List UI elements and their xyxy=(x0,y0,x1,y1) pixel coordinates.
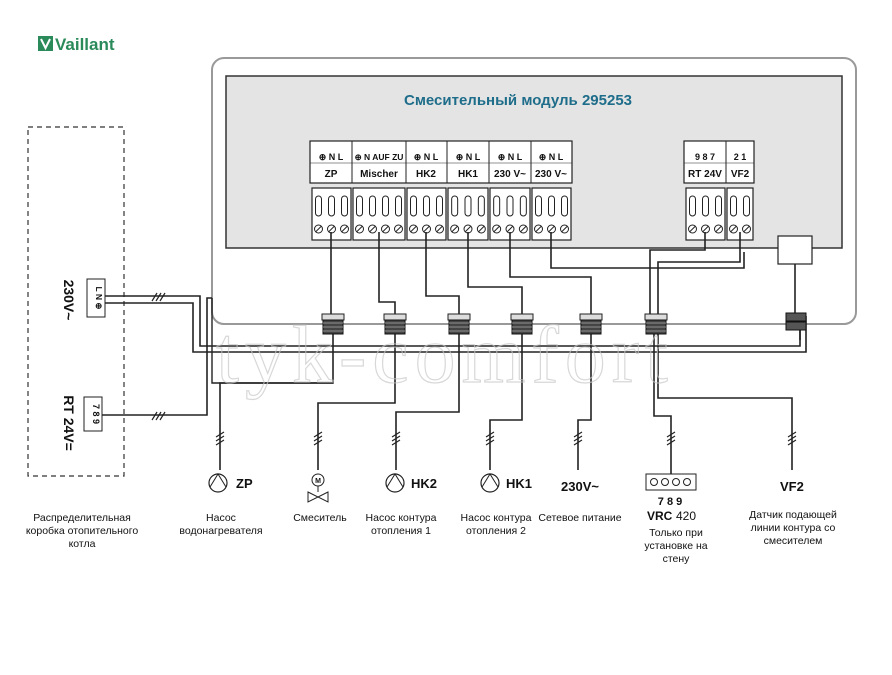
watermark: tyk-comfort xyxy=(216,309,674,400)
terminal-power1-name: 230 V~ xyxy=(494,169,526,180)
terminal-block-sensors: 9 8 7 RT 24V 2 1 VF2 xyxy=(683,140,755,184)
terminal-hk2-name: HK2 xyxy=(416,169,436,180)
mixer-valve-icon: M xyxy=(307,473,329,503)
svg-text:L N ⊕: L N ⊕ xyxy=(94,286,104,309)
svg-text:7 8 9: 7 8 9 xyxy=(91,404,101,424)
brand-name: Vaillant xyxy=(55,35,115,54)
screws-rt xyxy=(685,187,726,241)
terminal-mischer-name: Mischer xyxy=(360,169,398,180)
caption-zp: Насос водонагревателя xyxy=(179,512,263,537)
terminal-rt-pins: 9 8 7 xyxy=(695,152,715,162)
vrc-terminal-icon: 7 8 9 VRC 420 xyxy=(645,473,697,523)
terminal-power2-name: 230 V~ xyxy=(535,169,567,180)
vrc-name-label: VRC xyxy=(647,509,673,523)
screws-power2 xyxy=(531,187,572,241)
terminal-zp-pins: ⊕ N L xyxy=(319,152,344,162)
terminal-rt-name: RT 24V xyxy=(688,169,722,180)
vrc-number-label: 420 xyxy=(676,509,696,523)
vrc-pins-label: 7 8 9 xyxy=(658,496,682,508)
screw-terminals-sensors xyxy=(685,187,754,241)
terminal-block-main xyxy=(309,140,573,184)
caption-hk1: Насос контура отопления 2 xyxy=(460,512,532,537)
screws-hk1 xyxy=(447,187,489,241)
terminal-vf2-pins: 2 1 xyxy=(734,152,747,162)
mixer-m-label: M xyxy=(315,478,321,485)
module-housing xyxy=(211,57,857,325)
pump-hk1-icon: HK1 xyxy=(480,473,532,493)
cable-gland xyxy=(321,313,345,335)
terminal-mischer-pins: ⊕ N AUF ZU xyxy=(355,152,404,162)
terminal-vf2-name: VF2 xyxy=(731,169,750,180)
junction-mains-label: 230V~ xyxy=(61,280,77,321)
junction-box-caption: Распределительная коробка отопительного … xyxy=(25,512,139,550)
terminal-hk1-pins: ⊕ N L xyxy=(456,152,481,162)
screws-vf2 xyxy=(726,187,754,241)
cable-gland xyxy=(383,313,407,335)
device-hk1-label: HK1 xyxy=(506,476,532,491)
screws-hk2 xyxy=(406,187,447,241)
terminal-labels: ⊕ N L ZP ⊕ N AUF ZU Mischer ⊕ N L HK2 ⊕ … xyxy=(319,152,567,180)
junction-rt-terminal: 7 8 9 RT 24V= xyxy=(61,395,103,451)
terminal-zp-name: ZP xyxy=(325,169,338,180)
cable-marks xyxy=(151,292,797,446)
terminal-power2-pins: ⊕ N L xyxy=(539,152,564,162)
vaillant-logo: Vaillant xyxy=(38,35,115,54)
device-vf2-label: VF2 xyxy=(780,479,804,494)
module-title: Смесительный модуль 295253 xyxy=(404,92,632,109)
screw-terminals-main xyxy=(311,187,572,241)
terminal-hk2-pins: ⊕ N L xyxy=(414,152,439,162)
junction-mains-terminal: L N ⊕ 230V~ xyxy=(61,278,106,321)
device-zp-label: ZP xyxy=(236,476,253,491)
cable-gland xyxy=(510,313,534,335)
cable-gland xyxy=(447,313,471,335)
cable-gland xyxy=(644,313,668,335)
caption-mixer: Смеситель xyxy=(293,512,347,524)
screws-zp xyxy=(311,187,352,241)
gland-vf2 xyxy=(785,312,807,331)
terminal-power1-pins: ⊕ N L xyxy=(498,152,523,162)
cable-glands xyxy=(321,313,668,335)
caption-mains: Сетевое питание xyxy=(538,512,622,524)
junction-box xyxy=(27,126,125,477)
device-hk2-label: HK2 xyxy=(411,476,437,491)
pump-hk2-icon: HK2 xyxy=(385,473,437,493)
junction-rt-label: RT 24V= xyxy=(61,395,77,451)
caption-vrc: Только при установке на стену xyxy=(644,527,708,565)
sensor-connector-box xyxy=(777,235,813,265)
screws-power1 xyxy=(489,187,531,241)
device-mains-label: 230V~ xyxy=(561,479,599,494)
pump-zp-icon: ZP xyxy=(208,473,253,493)
terminal-hk1-name: HK1 xyxy=(458,169,478,180)
caption-hk2: Насос контура отопления 1 xyxy=(365,512,437,537)
cable-gland xyxy=(579,313,603,335)
caption-vf2: Датчик подающей линии контура со смесите… xyxy=(749,509,837,547)
